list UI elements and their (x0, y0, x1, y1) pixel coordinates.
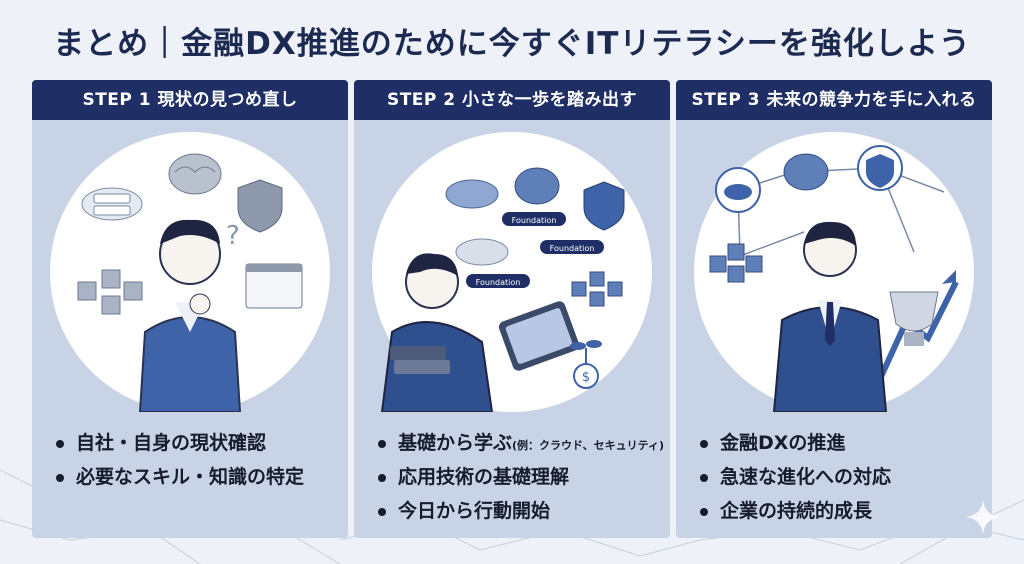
foundation-label: Foundation (512, 216, 557, 225)
list-item: 急速な進化への対応 (698, 460, 988, 494)
step-1-card: STEP 1 現状の見つめ直し ? (32, 80, 348, 538)
sparkle-icon (966, 500, 1000, 534)
list-item: 金融DXの推進 (698, 426, 988, 460)
step-3-header: STEP 3 未来の競争力を手に入れる (676, 80, 992, 120)
thinking-person-icon: ? (50, 132, 330, 413)
learning-person-tablet-icon: Foundation Foundation Foundation $ (372, 132, 652, 413)
page-title: まとめ｜金融DX推進のために今すぐITリテラシーを強化しよう (53, 26, 971, 62)
list-item: 今日から行動開始 (376, 494, 666, 528)
list-item: 基礎から学ぶ(例：クラウド、セキュリティ) (376, 426, 666, 460)
step-2-card: STEP 2 小さな一歩を踏み出す Foundation Foundation … (354, 80, 670, 538)
list-item: 自社・自身の現状確認 (54, 426, 344, 460)
list-item: 応用技術の基礎理解 (376, 460, 666, 494)
step-2-bullets: 基礎から学ぶ(例：クラウド、セキュリティ) 応用技術の基礎理解 今日から行動開始 (376, 426, 666, 528)
svg-text:?: ? (226, 221, 240, 251)
foundation-label: Foundation (550, 244, 595, 253)
foundation-label: Foundation (476, 278, 521, 287)
svg-text:$: $ (582, 370, 590, 385)
step-1-bullets: 自社・自身の現状確認 必要なスキル・知識の特定 (54, 426, 344, 494)
list-item: 企業の持続的成長 (698, 494, 988, 528)
step-3-bullets: 金融DXの推進 急速な進化への対応 企業の持続的成長 (698, 426, 988, 528)
list-item: 必要なスキル・知識の特定 (54, 460, 344, 494)
step-3-card: STEP 3 未来の競争力を手に入れる (676, 80, 992, 538)
step-1-header: STEP 1 現状の見つめ直し (32, 80, 348, 120)
businessman-trophy-icon (694, 132, 974, 413)
step-2-header: STEP 2 小さな一歩を踏み出す (354, 80, 670, 120)
